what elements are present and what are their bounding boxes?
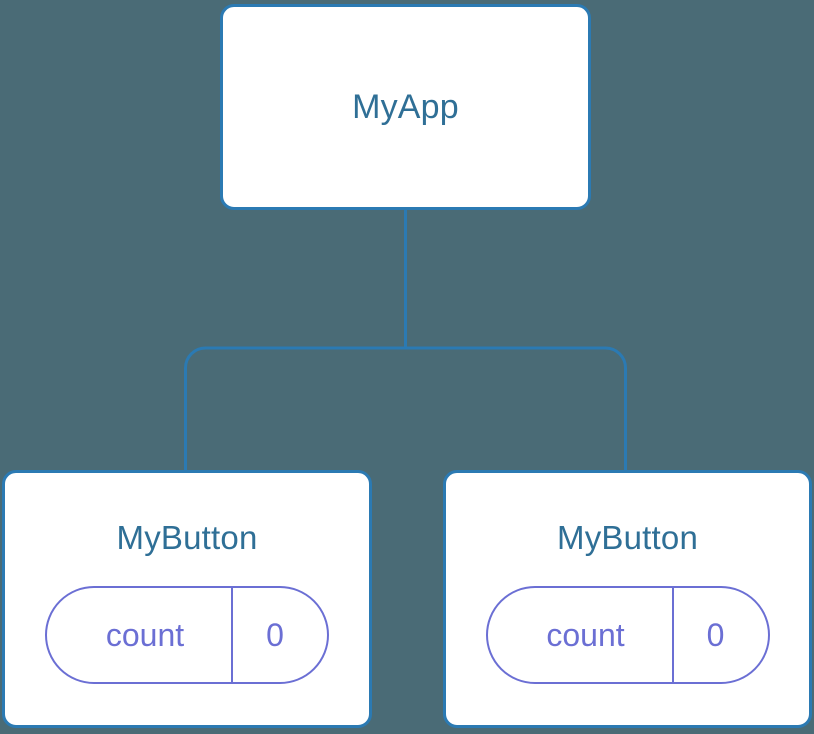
- node-title: MyButton: [116, 519, 258, 556]
- state-pill-key: count: [546, 617, 625, 653]
- state-pill-value: 0: [266, 617, 284, 653]
- state-pill-key: count: [105, 617, 185, 653]
- state-pill[interactable]: count 0: [45, 586, 329, 684]
- edge-root-to-children: [184, 209, 627, 470]
- state-pill[interactable]: count 0: [485, 586, 770, 684]
- node-title: MyApp: [352, 88, 459, 126]
- node-title: MyButton: [557, 519, 698, 556]
- state-pill-divider: [231, 588, 233, 682]
- state-pill-value: 0: [706, 617, 725, 653]
- node-card-mybutton-2[interactable]: MyButton count 0: [443, 470, 812, 728]
- node-card-myapp[interactable]: MyApp: [220, 4, 591, 210]
- state-pill-divider: [671, 588, 674, 682]
- node-card-mybutton-1[interactable]: MyButton count 0: [2, 470, 372, 728]
